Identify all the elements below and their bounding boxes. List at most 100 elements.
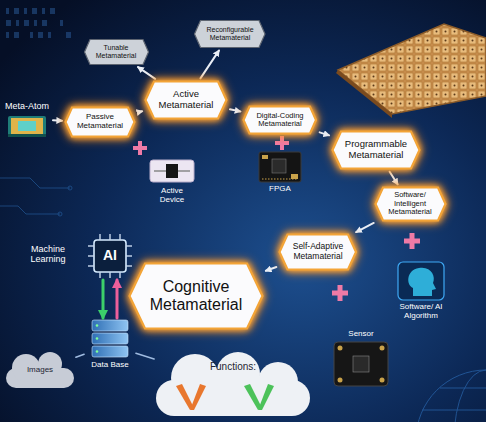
connector-arrow bbox=[138, 111, 142, 112]
fpga-board-image bbox=[259, 152, 301, 182]
globe bbox=[416, 370, 486, 422]
binary-texture bbox=[50, 8, 55, 14]
ai-chip-image bbox=[88, 265, 94, 266]
database-server-image bbox=[96, 337, 99, 340]
beam-pattern bbox=[176, 384, 193, 410]
connector-arrow bbox=[76, 354, 84, 357]
hexagon-shape bbox=[84, 40, 148, 65]
binary-texture bbox=[66, 32, 71, 38]
binary-texture bbox=[6, 20, 11, 26]
binary-texture bbox=[6, 8, 9, 14]
node-label: Passive Metamaterial bbox=[75, 113, 125, 131]
annotation-label: Machine Learning bbox=[23, 244, 73, 264]
node-label: Data Base bbox=[91, 361, 128, 370]
ai-chip-image bbox=[94, 240, 126, 272]
node-label: Self-Adaptive Metamaterial bbox=[290, 242, 346, 261]
fpga-board-image bbox=[291, 174, 298, 179]
functions-cloud bbox=[216, 352, 260, 396]
node-label: Cognitive Metamaterial bbox=[146, 278, 246, 314]
hexagon-shape bbox=[280, 235, 357, 270]
hexagon-shape bbox=[333, 132, 420, 169]
images-cloud bbox=[6, 352, 74, 388]
node-label: Functions: bbox=[210, 361, 256, 372]
circuit-traces bbox=[0, 178, 72, 216]
connector-arrow bbox=[390, 172, 398, 185]
hexagon-shape bbox=[375, 188, 445, 221]
active-hexagon: Active Metamaterial bbox=[144, 80, 228, 120]
ai-chip-image bbox=[109, 272, 110, 278]
image-space bbox=[361, 339, 362, 386]
plus-sign bbox=[404, 233, 420, 249]
database-server-image bbox=[92, 333, 128, 344]
hexagon-shape bbox=[66, 108, 135, 137]
passive-hexagon: Passive Metamaterial bbox=[64, 106, 136, 138]
sensor-board-image bbox=[334, 342, 388, 386]
binary-texture bbox=[14, 32, 19, 38]
meta-atom-node: Meta-Atom bbox=[3, 101, 51, 138]
globe bbox=[422, 410, 486, 411]
fpga-board-image bbox=[259, 152, 301, 182]
ai-chip-image bbox=[99, 272, 100, 278]
active-device-image bbox=[166, 164, 178, 178]
node-label: Reconfigurable Metamaterial bbox=[204, 26, 256, 42]
fpga-node: FPGA bbox=[257, 152, 303, 194]
globe bbox=[440, 388, 486, 389]
node-label: FPGA bbox=[269, 185, 291, 194]
ai-chip-image bbox=[88, 245, 94, 246]
active-device-image bbox=[150, 160, 194, 182]
ai-algorithm-icon bbox=[398, 262, 444, 300]
binary-texture bbox=[24, 8, 27, 14]
node-label: Active Metamaterial bbox=[156, 89, 216, 110]
metasurface-board bbox=[336, 24, 486, 118]
database-node: Data Base bbox=[86, 320, 134, 370]
plus-sign bbox=[133, 141, 147, 155]
connector-arrow bbox=[102, 280, 105, 318]
node-label: AI bbox=[103, 248, 117, 264]
plus-sign bbox=[332, 285, 348, 301]
beam-pattern bbox=[258, 384, 274, 410]
fpga-board-image bbox=[262, 155, 268, 159]
database-server-image bbox=[92, 346, 128, 357]
node-label: Software/ Intelligent Metamaterial bbox=[385, 191, 435, 216]
binary-texture bbox=[6, 32, 9, 38]
active-device-image bbox=[150, 160, 194, 182]
beam-pattern bbox=[190, 384, 206, 410]
connector-arrow bbox=[356, 223, 374, 232]
ai-chip-image bbox=[126, 255, 132, 256]
circuit-traces bbox=[68, 186, 72, 190]
ai-chip-node: AI bbox=[88, 234, 132, 278]
node-label: Active Device bbox=[152, 187, 192, 205]
binary-texture bbox=[16, 20, 19, 26]
circuit-traces bbox=[0, 206, 60, 214]
connector-arrow bbox=[138, 67, 155, 79]
cognitive-hexagon: Cognitive Metamaterial bbox=[128, 262, 264, 330]
sensor-board-image bbox=[338, 346, 343, 351]
beam-pattern bbox=[176, 384, 274, 410]
plus-sign bbox=[275, 136, 289, 150]
functions-cloud bbox=[156, 352, 310, 416]
ai-algorithm-icon bbox=[408, 268, 436, 296]
programmable-hexagon: Programmable Metamaterial bbox=[331, 130, 421, 170]
image-space bbox=[110, 320, 111, 361]
connector-arrow bbox=[116, 280, 119, 318]
connector-arrow bbox=[266, 267, 276, 271]
connector-arrow bbox=[136, 353, 154, 359]
ai-chip-image bbox=[88, 255, 94, 256]
fpga-board-image bbox=[272, 159, 286, 173]
image-space bbox=[26, 111, 27, 138]
metasurface-board bbox=[336, 70, 392, 118]
binary-texture bbox=[32, 8, 37, 14]
ai-algorithm-icon bbox=[398, 262, 444, 300]
node-label: Images bbox=[27, 366, 53, 375]
meta-atom-chip bbox=[8, 116, 46, 136]
connector-arrow bbox=[230, 109, 240, 111]
beam-pattern bbox=[244, 384, 261, 410]
connector-arrow bbox=[200, 51, 218, 79]
image-space bbox=[421, 262, 422, 303]
ai-chip-image bbox=[119, 234, 120, 240]
binary-texture bbox=[24, 20, 29, 26]
binary-texture bbox=[38, 32, 43, 38]
self-adaptive-hexagon: Self-Adaptive Metamaterial bbox=[278, 233, 358, 271]
binary-texture bbox=[48, 32, 51, 38]
